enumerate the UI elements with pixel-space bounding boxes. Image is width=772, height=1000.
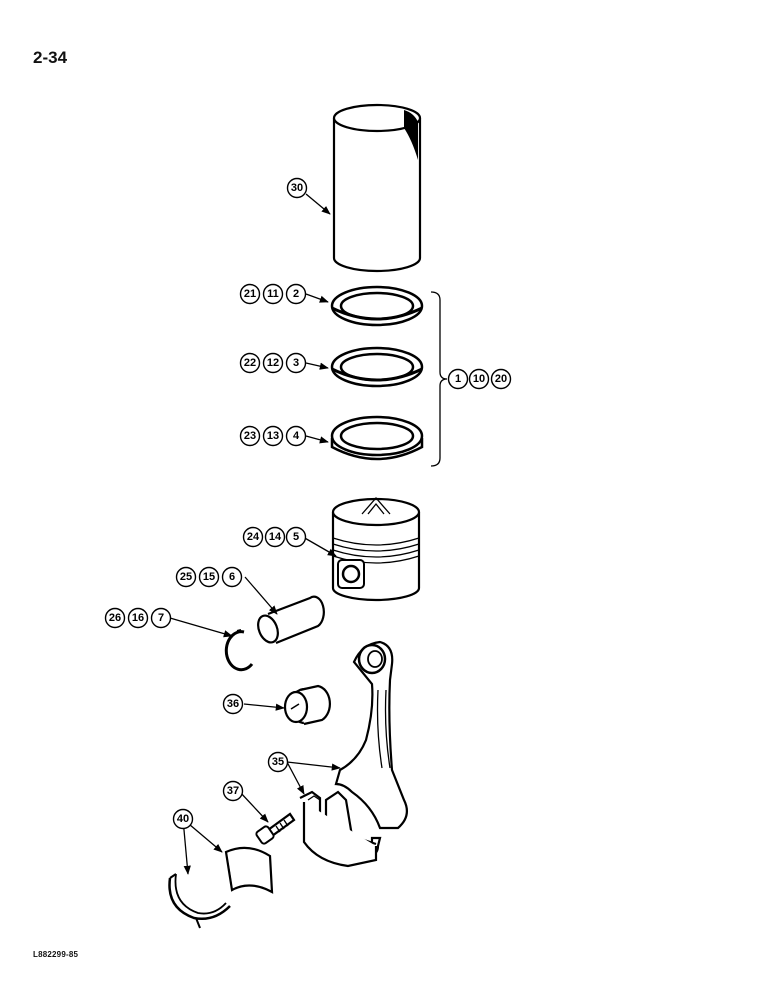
callout-group-ring-top: 21 11 2 bbox=[239, 283, 307, 305]
piston-ring-oil bbox=[330, 415, 424, 461]
rod-bearing-upper bbox=[224, 846, 274, 894]
svg-text:25: 25 bbox=[180, 571, 192, 583]
rod-bearing-lower bbox=[168, 873, 231, 929]
svg-text:4: 4 bbox=[293, 430, 300, 442]
page-number: 2-34 bbox=[33, 48, 68, 67]
rod-bushing bbox=[283, 684, 331, 726]
svg-text:16: 16 bbox=[132, 612, 144, 624]
callout-group-pin: 25 15 6 bbox=[175, 566, 243, 588]
callout-30: 30 bbox=[286, 177, 308, 199]
snap-ring bbox=[224, 629, 254, 672]
svg-text:14: 14 bbox=[269, 531, 282, 543]
callout-40: 40 bbox=[172, 808, 194, 830]
piston bbox=[331, 497, 421, 602]
svg-text:15: 15 bbox=[203, 571, 215, 583]
svg-text:23: 23 bbox=[244, 430, 256, 442]
svg-text:20: 20 bbox=[495, 373, 507, 385]
svg-text:7: 7 bbox=[158, 612, 164, 624]
callout-group-ring-oil: 23 13 4 bbox=[239, 425, 307, 447]
rod-bolt bbox=[255, 812, 296, 845]
svg-text:40: 40 bbox=[177, 813, 189, 825]
piston-pin bbox=[257, 595, 325, 645]
leader-lines bbox=[169, 193, 341, 875]
svg-text:22: 22 bbox=[244, 357, 256, 369]
callout-36: 36 bbox=[222, 693, 244, 715]
svg-text:21: 21 bbox=[244, 288, 256, 300]
svg-text:5: 5 bbox=[293, 531, 299, 543]
piston-ring-top bbox=[330, 285, 424, 327]
svg-text:2: 2 bbox=[293, 288, 299, 300]
rod-cap bbox=[299, 790, 382, 868]
cylinder-liner bbox=[332, 103, 422, 273]
svg-text:13: 13 bbox=[267, 430, 279, 442]
svg-text:36: 36 bbox=[227, 698, 239, 710]
svg-text:3: 3 bbox=[293, 357, 299, 369]
figure-id: L882299-85 bbox=[33, 950, 79, 959]
piston-ring-middle bbox=[330, 346, 424, 388]
svg-text:26: 26 bbox=[109, 612, 121, 624]
svg-text:11: 11 bbox=[267, 288, 279, 300]
svg-text:6: 6 bbox=[229, 571, 235, 583]
svg-text:24: 24 bbox=[247, 531, 260, 543]
ring-set-bracket bbox=[430, 291, 448, 467]
svg-text:1: 1 bbox=[455, 373, 461, 385]
svg-text:30: 30 bbox=[291, 182, 303, 194]
callout-37: 37 bbox=[222, 780, 244, 802]
svg-text:10: 10 bbox=[473, 373, 485, 385]
callout-group-ring-set: 1 10 20 bbox=[447, 368, 512, 390]
callout-group-snap-ring: 26 16 7 bbox=[104, 607, 172, 629]
callout-group-piston: 24 14 5 bbox=[242, 526, 307, 548]
connecting-rod bbox=[334, 640, 409, 830]
svg-text:37: 37 bbox=[227, 785, 239, 797]
callout-35: 35 bbox=[267, 751, 289, 773]
callout-group-ring-middle: 22 12 3 bbox=[239, 352, 307, 374]
svg-text:35: 35 bbox=[272, 756, 284, 768]
svg-text:12: 12 bbox=[267, 357, 279, 369]
